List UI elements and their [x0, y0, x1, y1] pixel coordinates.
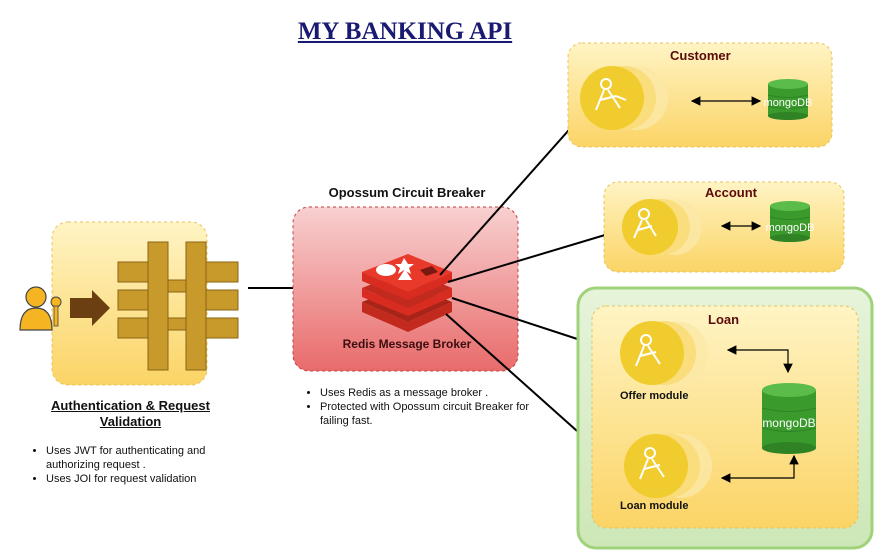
broker-customer-line — [439, 121, 577, 276]
account-db-label: mongoDB — [765, 222, 815, 234]
broker-label: Redis Message Broker — [342, 337, 472, 351]
loan-db-label: mongoDB — [762, 416, 816, 430]
broker-title: Opossum Circuit Breaker — [328, 185, 486, 200]
page-title: MY BANKING API — [297, 18, 513, 45]
loan-module-label: Loan module — [620, 500, 689, 512]
gateway-title: Authentication & Request Validation — [51, 398, 210, 429]
account-service-icon — [622, 199, 702, 255]
offer-db-arrow — [726, 345, 793, 374]
customer-title: Customer — [670, 48, 731, 63]
redis-icon — [362, 254, 452, 332]
broker-note: Uses Redis as a message broker . — [320, 386, 550, 400]
gateway-notes: Uses JWT for authenticating and authoriz… — [30, 444, 256, 486]
customer-service-icon — [580, 66, 668, 130]
loan-module-icon — [624, 434, 712, 498]
customer-db-label: mongoDB — [763, 97, 813, 109]
customer-db-icon — [767, 79, 809, 120]
loan-db-arrow — [720, 454, 799, 483]
account-title: Account — [705, 185, 757, 200]
broker-account-line — [447, 231, 616, 283]
broker-note: Protected with Opossum circuit Breaker f… — [320, 400, 550, 428]
offer-module-icon — [620, 321, 708, 385]
user-key-icon — [19, 286, 110, 331]
broker-notes: Uses Redis as a message broker . Protect… — [304, 386, 550, 428]
gateway-note: Uses JOI for request validation — [46, 472, 256, 486]
loan-db-icon — [761, 383, 817, 454]
api-gateway-icon — [117, 241, 239, 371]
account-db-icon — [769, 201, 811, 242]
gateway-note: Uses JWT for authenticating and authoriz… — [46, 444, 256, 472]
loan-title: Loan — [708, 312, 740, 327]
offer-module-label: Offer module — [620, 390, 689, 402]
